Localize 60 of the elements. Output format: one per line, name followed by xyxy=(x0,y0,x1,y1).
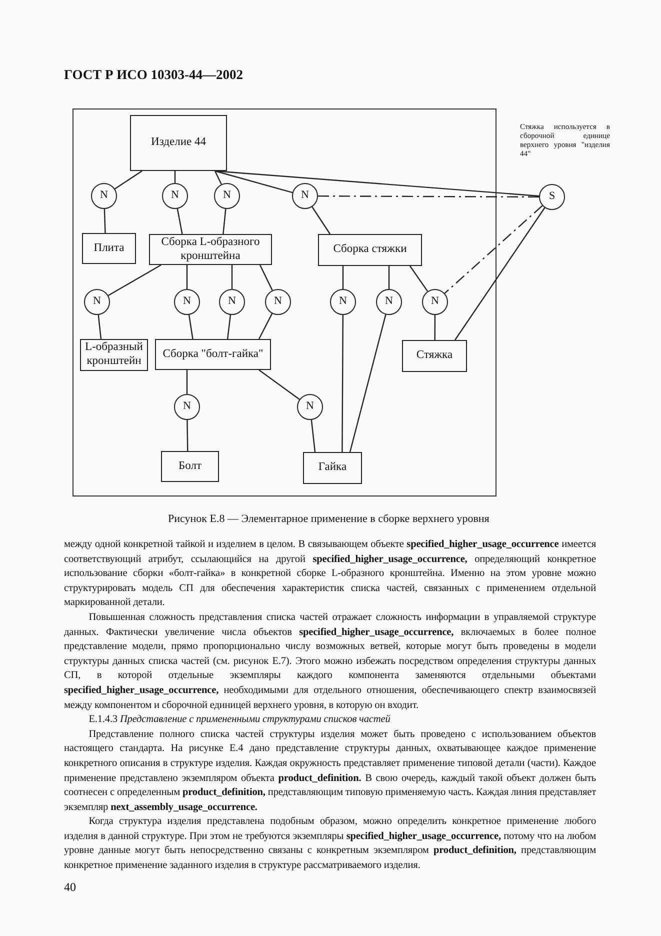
usage-circle: N xyxy=(219,289,245,315)
usage-circle: N xyxy=(91,183,117,209)
part-box: Изделие 44 xyxy=(130,115,227,171)
connector-line xyxy=(186,265,188,289)
connector-line xyxy=(186,370,188,394)
connector-line xyxy=(312,206,330,234)
connector-line xyxy=(310,420,316,452)
connector-line xyxy=(259,264,273,291)
connector-line xyxy=(258,370,300,400)
connector-line xyxy=(98,314,102,340)
body-paragraph: между одной конкретной тайкой и изделием в целом. В связывающем объекте specified_higher_usage_occurrence имеется соответствующий атрибут, ссылающийся на другой specified_higher_usage_occurrence, определяющий конкретное использование сборки «болт-гайка» в конкретной сборке L-образного кронштейна. Именно на этом уровне можно структурировать модель СП для обеспечения характеристик списка частей, связанных с применением отдельной маркированной детали. xyxy=(64,538,596,610)
connector-line xyxy=(410,266,428,292)
page-number: 40 xyxy=(64,880,76,895)
connector-line xyxy=(349,314,386,452)
connector-line xyxy=(214,170,222,185)
figure-caption: Рисунок Е.8 — Элементарное применение в сборке верхнего уровня xyxy=(168,513,490,525)
part-box: Болт xyxy=(161,451,219,482)
connector-line xyxy=(226,314,232,340)
connector-line xyxy=(114,170,142,190)
usage-circle: N xyxy=(297,394,323,420)
connector-line xyxy=(174,171,176,183)
connector-line xyxy=(231,265,233,289)
body-paragraph: Представление полного списка частей структуры изделия может быть проведено с использованием объектов настоящего стандарта. На рисунке Е.4 дано представление структуры данных, охватывающее каждое применение конкретного описания в структуре изделия. Каждая окружность представляет применение типовой детали (части). Каждое применение представлено экземпляром объекта product_definition. В свою очередь, каждый такой объект должен быть соотнесен с определенным product_definition, представляющим типовую применяемую часть. Каждая линия представляет экземпляр next_assembly_usage_occurrence. xyxy=(64,728,596,815)
usage-circle: N xyxy=(265,289,291,315)
usage-circle: N xyxy=(422,289,448,315)
connector-line xyxy=(104,208,106,234)
connector-line xyxy=(176,208,183,234)
connector-line xyxy=(108,264,162,296)
header-text: ГОСТ Р ИСО 10303-44—2002 xyxy=(64,67,244,83)
connector-line xyxy=(318,195,539,198)
usage-circle: N xyxy=(174,289,200,315)
connector-line xyxy=(258,313,273,340)
part-box: Стяжка xyxy=(402,340,467,372)
connector-line xyxy=(342,315,344,452)
body-paragraph: Повышенная сложность представления списка частей отражает сложность информации в управляемой структуре данных. Фактически увеличение числа объектов specified_higher_usage_occurrence, включаемых в более полное представление модели, прямо пропорционально числу возможных ветвей, которые могут быть проведены в модели структуры данных списка частей (см. рисунок Е.7). Этого можно избежать посредством определения структуры данных СП, в которой отдельные экземпляры каждого компонента заменяются отдельными объектами specified_higher_usage_occurrence, необходимыми для отдельного отношения, обеспечивающего спектр взаимосвязей между компонентом и сборочной единицей верхнего уровня, в которую он входит. xyxy=(64,610,596,713)
connector-line xyxy=(186,420,188,451)
part-box: L-образный кронштейн xyxy=(80,339,148,371)
usage-circle: N xyxy=(174,394,200,420)
connector-line xyxy=(214,170,293,194)
connector-line xyxy=(444,205,543,294)
part-box: Плита xyxy=(82,233,136,264)
connector-line xyxy=(222,208,226,234)
usage-circle: N xyxy=(292,183,318,209)
part-box: Гайка xyxy=(303,452,362,484)
usage-circle: N xyxy=(84,289,110,315)
part-box: Сборка L-образного кронштейна xyxy=(149,234,272,265)
part-box: Сборка "болт-гайка" xyxy=(155,339,271,370)
usage-circle: N xyxy=(376,289,402,315)
usage-circle: N xyxy=(214,183,240,209)
connector-line xyxy=(388,266,390,289)
usage-circle: S xyxy=(539,184,565,210)
usage-circle: N xyxy=(162,183,188,209)
connector-line xyxy=(454,207,546,340)
part-box: Сборка стяжки xyxy=(318,234,422,266)
connector-line xyxy=(342,266,344,289)
connector-line xyxy=(188,314,194,340)
body-paragraph: Когда структура изделия представлена подобным образом, можно определить конкретное применение любого изделия в данной структуре. При этом не требуются экземпляры specified_higher_usage_occurrence, потому что на любом уровне данные могут быть непосредственно связаны с конкретным экземпляром product_definition, представляющим конкретное применение заданного изделия в структуре рассматриваемого изделия. xyxy=(64,815,596,874)
section-heading: Е.1.4.3 Представление с примененными структурами списков частей xyxy=(88,713,392,728)
connector-line xyxy=(434,315,436,340)
usage-circle: N xyxy=(330,289,356,315)
